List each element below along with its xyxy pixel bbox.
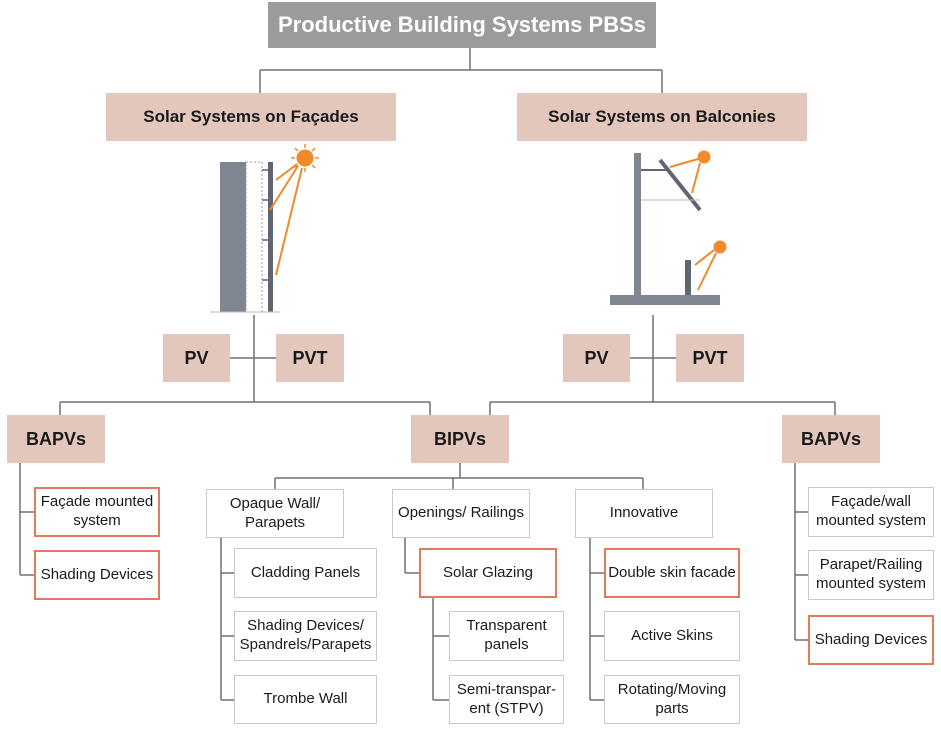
innovative-item: Rotating/Moving parts	[604, 675, 740, 724]
balcony-pv-box: PV	[563, 334, 630, 382]
opaque-wall-item: Cladding Panels	[234, 548, 377, 598]
facade-pv-box: PV	[163, 334, 230, 382]
innovative-box: Innovative	[575, 489, 713, 538]
solar-glazing-box: Solar Glazing	[419, 548, 557, 598]
openings-item: Transparent panels	[449, 611, 564, 661]
left-bapv-item: Façade mounted system	[34, 487, 160, 537]
right-bapv-item: Façade/wall mounted system	[808, 487, 934, 537]
right-bapv-box: BAPVs	[782, 415, 880, 463]
openings-box: Openings/ Railings	[392, 489, 530, 538]
balcony-pvt-box: PVT	[676, 334, 744, 382]
sun-icon	[291, 144, 319, 172]
opaque-wall-box: Opaque Wall/ Parapets	[206, 489, 344, 538]
innovative-item: Double skin facade	[604, 548, 740, 598]
balcony-systems-box: Solar Systems on Balconies	[517, 93, 807, 141]
facade-systems-box: Solar Systems on Façades	[106, 93, 396, 141]
balcony-section-illustration	[610, 150, 727, 305]
facade-section-illustration	[210, 144, 319, 313]
left-bapv-item: Shading Devices	[34, 550, 160, 600]
left-bapv-box: BAPVs	[7, 415, 105, 463]
facade-pvt-box: PVT	[276, 334, 344, 382]
opaque-wall-item: Shading Devices/ Spandrels/Parapets	[234, 611, 377, 661]
right-bapv-item: Parapet/Railing mounted system	[808, 550, 934, 600]
openings-item: Semi-transpar- ent (STPV)	[449, 675, 564, 724]
right-bapv-item: Shading Devices	[808, 615, 934, 665]
opaque-wall-item: Trombe Wall	[234, 675, 377, 724]
innovative-item: Active Skins	[604, 611, 740, 661]
bipv-box: BIPVs	[411, 415, 509, 463]
diagram-title: Productive Building Systems PBSs	[268, 2, 656, 48]
